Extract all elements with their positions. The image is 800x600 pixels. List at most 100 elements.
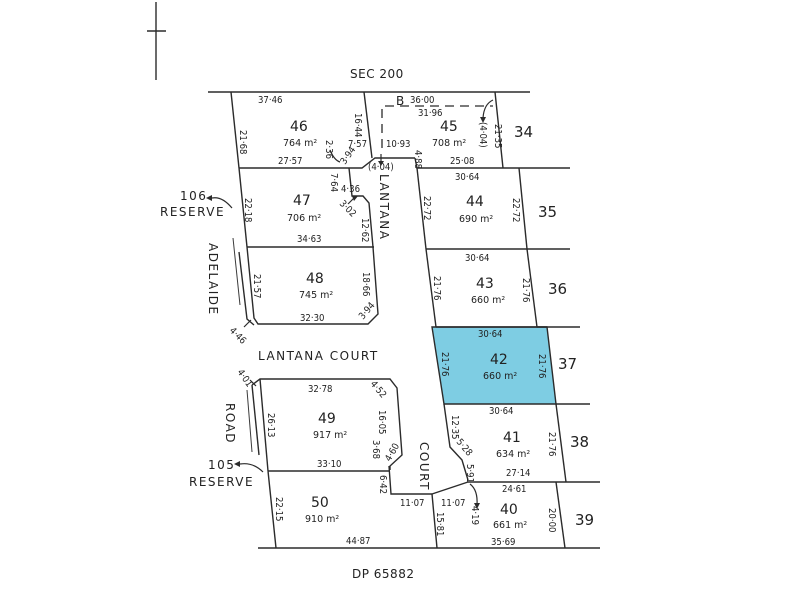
road-label-court: COURT — [417, 442, 431, 491]
svg-text:2·36: 2·36 — [323, 140, 334, 159]
dp-label-south: DP 65882 — [352, 567, 414, 581]
arrow-head-icon — [352, 196, 358, 201]
svg-text:32·30: 32·30 — [300, 313, 324, 324]
svg-text:30·64: 30·64 — [478, 329, 502, 340]
svg-text:42: 42 — [490, 352, 508, 368]
svg-text:RESERVE: RESERVE — [160, 205, 225, 219]
north-point-icon — [147, 2, 166, 80]
lot-45[interactable]: 36·00 31·96 45 708 m² 21·35 (4·04) 10·93… — [368, 91, 504, 173]
svg-text:15·81: 15·81 — [434, 512, 445, 536]
svg-text:27·14: 27·14 — [506, 468, 530, 479]
svg-text:690 m²: 690 m² — [459, 214, 493, 225]
svg-text:11·07: 11·07 — [400, 498, 424, 509]
svg-text:30·64: 30·64 — [455, 172, 479, 183]
svg-text:44·87: 44·87 — [346, 536, 370, 547]
svg-text:37·46: 37·46 — [258, 95, 282, 106]
road-label-lantana-court: LANTANA COURT — [258, 349, 379, 363]
lot-49[interactable]: 32·78 26·13 49 917 m² 4·52 16·05 3·68 4·… — [235, 367, 403, 472]
easement-label: B — [396, 94, 405, 108]
neighbour-lot-38: 38 — [570, 433, 589, 451]
svg-text:764 m²: 764 m² — [283, 138, 317, 149]
lot-42[interactable]: 30·64 21·76 42 660 m² 21·76 — [439, 329, 547, 382]
svg-text:(4·04): (4·04) — [477, 122, 488, 148]
neighbour-lot-35: 35 — [538, 203, 557, 221]
lot-43[interactable]: 30·64 21·76 43 660 m² 21·76 — [431, 248, 580, 328]
leader-arrow — [482, 99, 494, 119]
svg-text:26·13: 26·13 — [265, 413, 276, 437]
svg-text:708 m²: 708 m² — [432, 138, 466, 149]
arrow-head-icon — [474, 503, 480, 509]
lot-50[interactable]: 33·10 22·15 50 910 m² 6·42 11·07 44·87 — [267, 459, 432, 549]
svg-text:4·36: 4·36 — [341, 184, 360, 195]
svg-text:22·72: 22·72 — [421, 196, 432, 220]
svg-text:4·19: 4·19 — [469, 506, 480, 525]
svg-text:21·68: 21·68 — [237, 130, 248, 154]
svg-text:4·88: 4·88 — [412, 150, 423, 169]
svg-text:24·61: 24·61 — [502, 484, 526, 495]
lot-48[interactable]: 21·57 48 745 m² 32·30 18·66 3·94 4·46 — [227, 246, 379, 347]
svg-text:4·46: 4·46 — [227, 325, 248, 346]
svg-text:18·66: 18·66 — [360, 272, 371, 296]
svg-text:12·35: 12·35 — [449, 415, 460, 439]
lot-46[interactable]: 37·46 21·68 46 764 m² 27·57 16·44 7·57 2… — [230, 91, 415, 169]
svg-text:21·35: 21·35 — [492, 124, 503, 148]
svg-text:106: 106 — [180, 189, 207, 203]
reserve-105: 105 RESERVE — [189, 458, 264, 489]
svg-text:32·78: 32·78 — [308, 384, 332, 395]
svg-text:34·63: 34·63 — [297, 234, 321, 245]
svg-text:706 m²: 706 m² — [287, 213, 321, 224]
arrow-head-icon — [480, 117, 486, 123]
road-label-lantana: LANTANA — [377, 174, 391, 240]
svg-text:3·94: 3·94 — [357, 300, 378, 322]
svg-text:21·57: 21·57 — [251, 274, 262, 298]
section-label-north: SEC 200 — [350, 67, 404, 81]
lot-40[interactable]: 24·61 11·07 15·81 4·19 40 661 m² 20·00 3… — [431, 481, 566, 549]
svg-text:4·60: 4·60 — [383, 442, 402, 464]
svg-text:40: 40 — [500, 502, 518, 518]
svg-text:21·76: 21·76 — [546, 432, 557, 456]
svg-text:30·64: 30·64 — [465, 253, 489, 264]
svg-text:7·64: 7·64 — [328, 173, 339, 192]
svg-text:3·68: 3·68 — [370, 440, 381, 459]
svg-text:12·62: 12·62 — [359, 218, 370, 242]
neighbour-lot-39: 39 — [575, 511, 594, 529]
svg-text:30·64: 30·64 — [489, 406, 513, 417]
lot-44[interactable]: 30·64 22·72 44 690 m² 22·72 — [416, 167, 570, 250]
svg-text:660 m²: 660 m² — [471, 295, 505, 306]
road-label-adelaide: ADELAIDE — [206, 243, 220, 316]
svg-text:4·52: 4·52 — [368, 379, 389, 401]
svg-text:41: 41 — [503, 430, 521, 446]
svg-text:47: 47 — [293, 193, 311, 209]
svg-text:660 m²: 660 m² — [483, 371, 517, 382]
svg-text:27·57: 27·57 — [278, 156, 302, 167]
svg-text:910 m²: 910 m² — [305, 514, 339, 525]
arrow-head-icon — [378, 161, 384, 166]
svg-text:21·76: 21·76 — [536, 354, 547, 378]
neighbour-lot-34: 34 — [514, 123, 533, 141]
svg-text:16·44: 16·44 — [352, 113, 363, 137]
lot-41[interactable]: 30·64 12·35 5·28 5·91 41 634 m² 27·14 21… — [443, 403, 600, 483]
svg-text:7·57: 7·57 — [348, 139, 367, 150]
lot-47[interactable]: 22·18 47 706 m² 34·63 7·64 4·36 3·02 12·… — [238, 167, 374, 248]
svg-text:49: 49 — [318, 411, 336, 427]
svg-text:634 m²: 634 m² — [496, 449, 530, 460]
svg-text:22·18: 22·18 — [242, 198, 253, 222]
svg-text:25·08: 25·08 — [450, 156, 474, 167]
svg-text:917 m²: 917 m² — [313, 430, 347, 441]
neighbour-lot-37: 37 — [558, 355, 577, 373]
svg-text:33·10: 33·10 — [317, 459, 341, 470]
svg-text:11·07: 11·07 — [441, 498, 465, 509]
svg-text:(4·04): (4·04) — [368, 162, 394, 173]
svg-text:44: 44 — [466, 194, 484, 210]
svg-text:36·00: 36·00 — [410, 95, 434, 106]
svg-text:45: 45 — [440, 119, 458, 135]
road-label-road: ROAD — [223, 403, 237, 444]
svg-text:46: 46 — [290, 119, 308, 135]
svg-text:3·02: 3·02 — [337, 198, 358, 219]
svg-text:22·72: 22·72 — [510, 198, 521, 222]
svg-text:50: 50 — [311, 495, 329, 511]
svg-text:20·00: 20·00 — [546, 508, 557, 532]
leader-arrow — [469, 483, 478, 506]
svg-text:5·91: 5·91 — [464, 464, 475, 483]
